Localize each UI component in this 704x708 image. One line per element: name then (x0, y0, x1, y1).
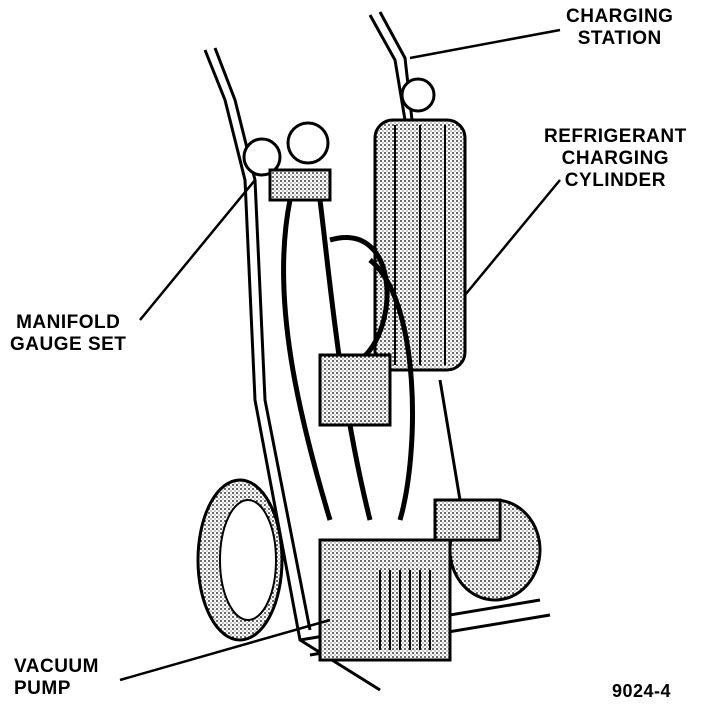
vacuum-pump (318, 498, 542, 662)
control-box (318, 353, 392, 427)
label-vacuum-pump: VACUUM PUMP (14, 656, 99, 700)
label-line: CHARGING (566, 6, 674, 27)
hoses (281, 199, 415, 521)
cart-wheel (196, 478, 284, 642)
label-line: STATION (577, 28, 662, 49)
label-line: CYLINDER (564, 170, 666, 191)
label-line: REFRIGERANT (544, 126, 687, 147)
label-refrigerant-charging-cylinder: REFRIGERANT CHARGING CYLINDER (544, 126, 687, 192)
charging-cylinder (373, 77, 467, 372)
label-line: GAUGE SET (10, 334, 127, 355)
label-line: VACUUM (14, 656, 99, 677)
figure-number: 9024-4 (612, 681, 672, 701)
label-charging-station: CHARGING STATION (566, 6, 673, 50)
label-manifold-gauge-set: MANIFOLD GAUGE SET (10, 312, 126, 356)
label-line: CHARGING (561, 148, 670, 169)
label-line: MANIFOLD (16, 312, 121, 333)
manifold-gauges (242, 121, 332, 202)
leader-lines (119, 28, 561, 682)
label-line: PUMP (14, 678, 71, 699)
